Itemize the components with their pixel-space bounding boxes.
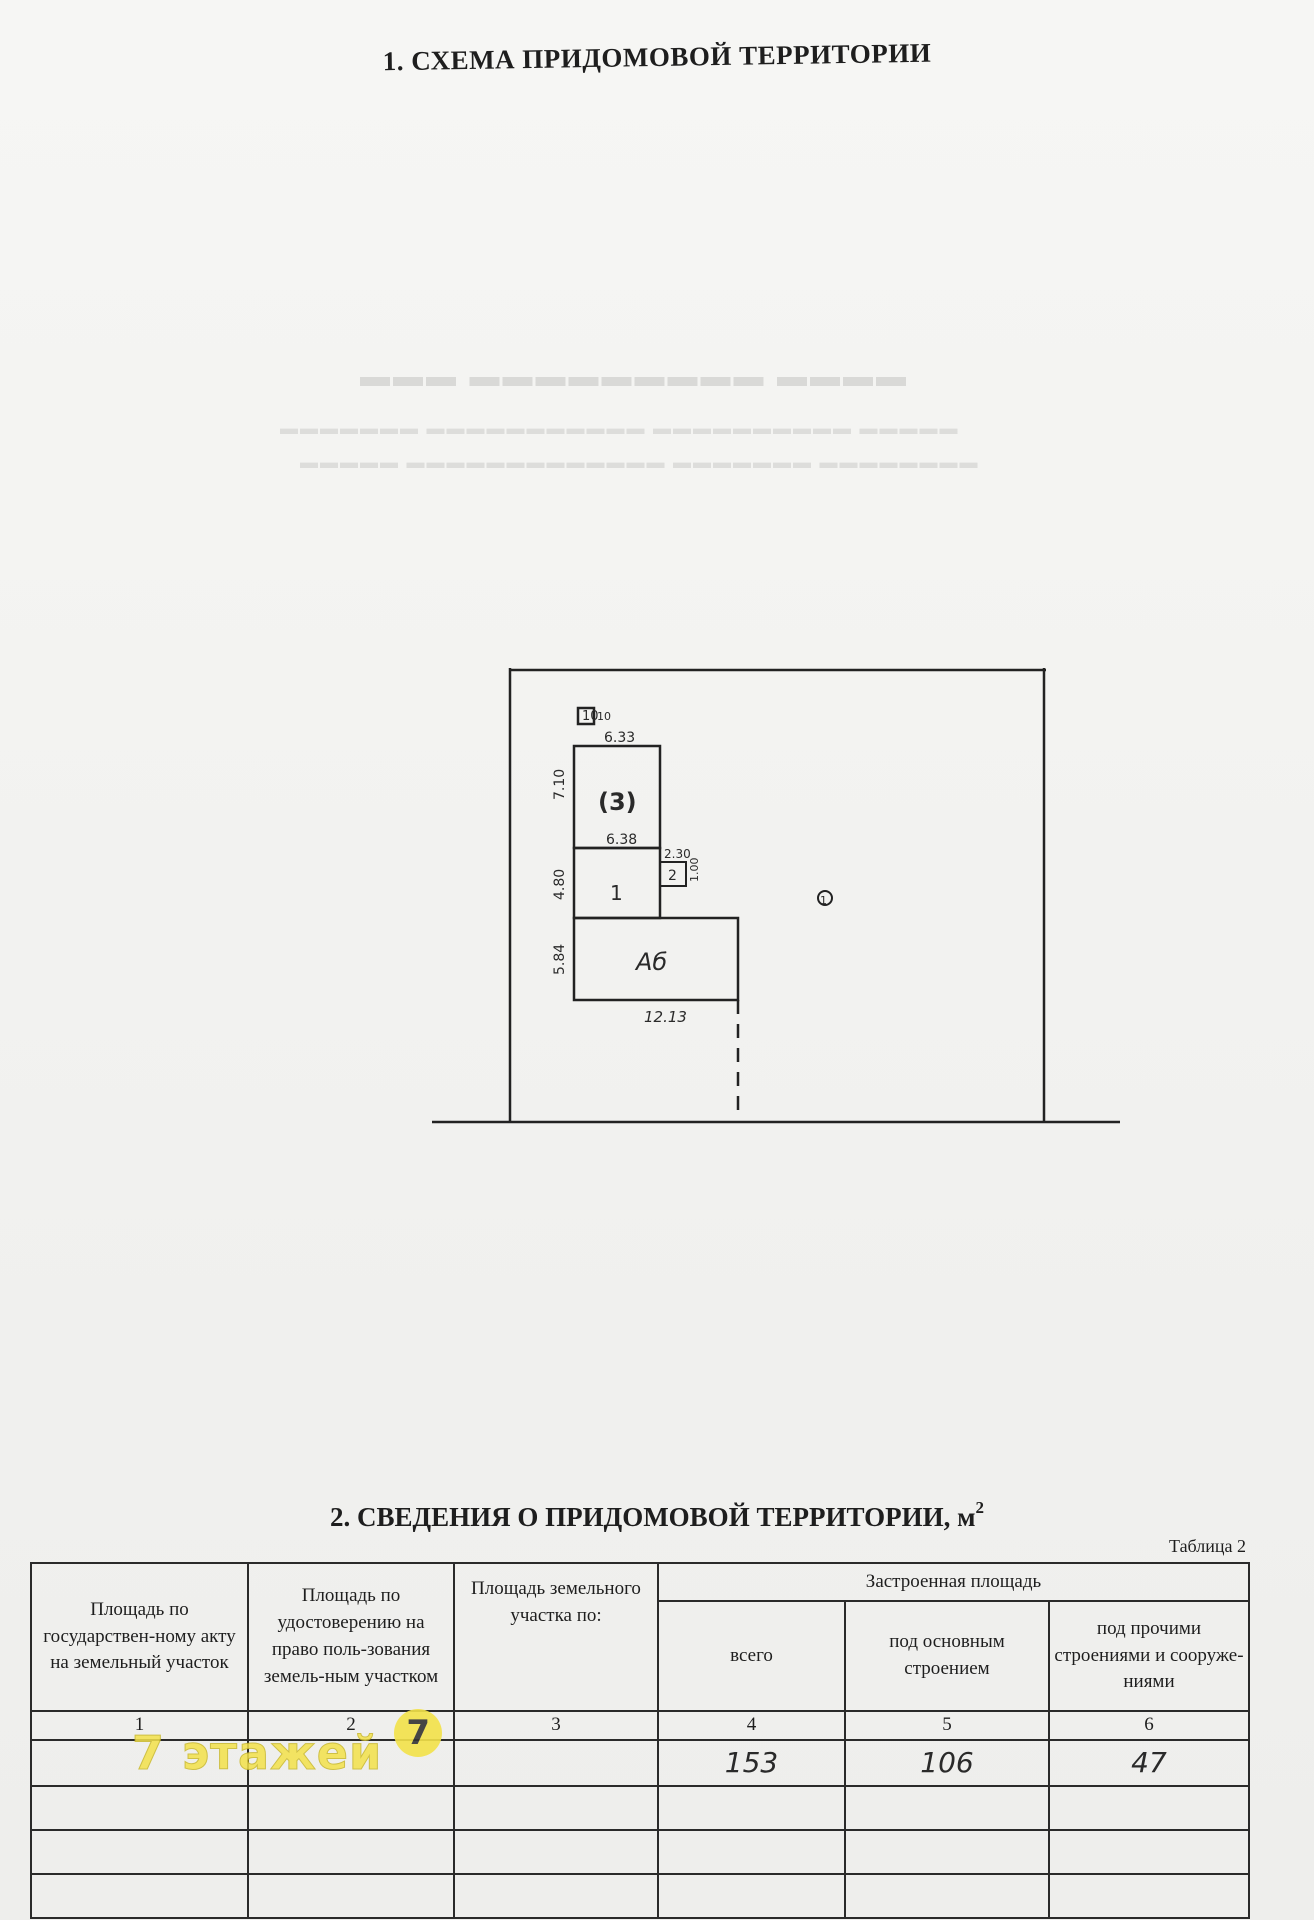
plot-marker-circle bbox=[817, 890, 833, 906]
header-built-area-group: Застроенная площадь bbox=[657, 1562, 1250, 1602]
label-roomA: Аб bbox=[634, 948, 667, 976]
table-row bbox=[30, 1872, 1250, 1919]
territory-info-table: Площадь по государствен-ному акту на зем… bbox=[30, 1562, 1250, 1919]
label-marker-side: 10 bbox=[597, 710, 611, 723]
cell-plot-area bbox=[453, 1738, 659, 1787]
value-main-building: 106 bbox=[920, 1746, 974, 1780]
cell-total: 153 bbox=[657, 1738, 846, 1787]
table-caption: Таблица 2 bbox=[1169, 1536, 1246, 1556]
bleed-through-text: ▬▬▬▬▬ ▬▬▬▬▬▬▬▬▬▬▬▬▬ ▬▬▬▬▬▬▬ ▬▬▬▬▬▬▬▬ bbox=[300, 452, 980, 472]
table-row: 153 106 47 bbox=[30, 1738, 1250, 1787]
label-room3-width: 6.33 bbox=[604, 730, 635, 746]
label-room1-height: 4.80 bbox=[552, 869, 568, 900]
watermark: 7 этажей 7 bbox=[131, 1709, 443, 1781]
room-2 bbox=[659, 861, 687, 887]
cell-state-act-area bbox=[30, 1738, 249, 1787]
room-a bbox=[572, 916, 740, 1002]
header-plot-area: Площадь земельного участка по: bbox=[453, 1562, 659, 1712]
cell-other-buildings: 47 bbox=[1048, 1738, 1250, 1787]
watermark-logo-digit: 7 bbox=[406, 1713, 431, 1753]
label-marker-top: 10 bbox=[582, 709, 599, 724]
header-certificate-area: Площадь по удостоверению на право поль-з… bbox=[247, 1562, 455, 1712]
column-number: 4 bbox=[657, 1710, 846, 1741]
site-scheme-drawing: 10 10 6.33 7.10 (3) 6.38 4.80 1 2.30 1.0… bbox=[432, 668, 1120, 1124]
label-room3-height: 7.10 bbox=[552, 769, 568, 800]
header-main-building: под основным строением bbox=[844, 1600, 1050, 1712]
column-number: 3 bbox=[453, 1710, 659, 1741]
watermark-logo-icon: 7 bbox=[394, 1709, 443, 1757]
watermark-text: 7 этажей bbox=[131, 1726, 383, 1781]
label-room2: 2 bbox=[668, 868, 677, 884]
label-room1-width: 6.38 bbox=[606, 832, 637, 848]
column-number: 6 bbox=[1048, 1710, 1250, 1741]
label-room1: 1 bbox=[610, 881, 623, 905]
marker-square bbox=[576, 706, 596, 726]
header-total: всего bbox=[657, 1600, 846, 1712]
column-number: 1 bbox=[30, 1710, 249, 1741]
label-roomA-height: 5.84 bbox=[552, 944, 568, 975]
label-plot: 1 bbox=[820, 894, 827, 907]
label-room3: (3) bbox=[598, 788, 637, 816]
label-roomA-width: 12.13 bbox=[644, 1008, 687, 1026]
label-room2-width: 2.30 bbox=[664, 847, 691, 861]
header-state-act-area: Площадь по государствен-ному акту на зем… bbox=[30, 1562, 249, 1712]
cell-main-building: 106 bbox=[844, 1738, 1050, 1787]
plot-boundary bbox=[508, 668, 1046, 1122]
table-row bbox=[30, 1784, 1250, 1831]
value-other-buildings: 47 bbox=[1131, 1746, 1167, 1780]
column-number: 5 bbox=[844, 1710, 1050, 1741]
label-room2-height: 1.00 bbox=[688, 858, 701, 883]
header-other-buildings: под прочими строениями и сооруже-ниями bbox=[1048, 1600, 1250, 1712]
bleed-through-text: ▬▬▬▬▬▬▬ ▬▬▬▬▬▬▬▬▬▬▬ ▬▬▬▬▬▬▬▬▬▬ ▬▬▬▬▬ bbox=[280, 418, 960, 438]
section2-title: 2. СВЕДЕНИЯ О ПРИДОМОВОЙ ТЕРРИТОРИИ, м2 bbox=[330, 1498, 984, 1532]
table-row bbox=[30, 1828, 1250, 1875]
bleed-through-text: ▬▬▬ ▬▬▬▬▬▬▬▬▬ ▬▬▬▬ bbox=[360, 360, 909, 393]
value-total: 153 bbox=[724, 1746, 779, 1780]
